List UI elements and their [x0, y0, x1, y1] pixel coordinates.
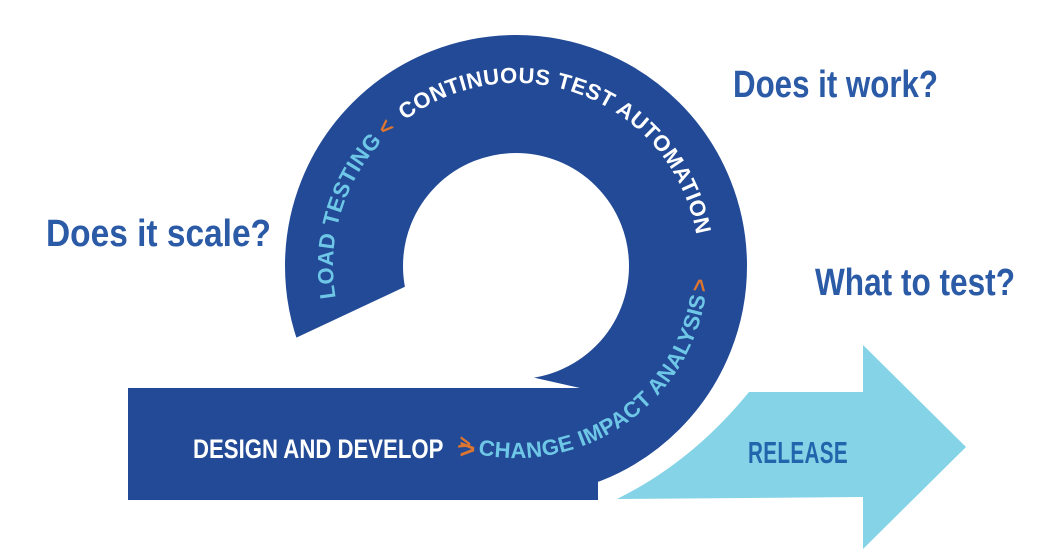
question-does-it-scale: Does it scale? — [46, 213, 271, 255]
spiral-gap-cut — [270, 282, 592, 394]
design-develop-bar — [128, 388, 598, 500]
question-does-it-work: Does it work? — [733, 64, 938, 106]
design-and-develop-label: DESIGN AND DEVELOP > — [193, 434, 475, 464]
release-label: RELEASE — [748, 435, 848, 470]
chevron-forward-icon-2: > — [686, 277, 712, 293]
question-what-to-test: What to test? — [815, 262, 1015, 304]
release-arrow — [617, 345, 966, 549]
design-chevron-icon: > — [460, 434, 476, 464]
